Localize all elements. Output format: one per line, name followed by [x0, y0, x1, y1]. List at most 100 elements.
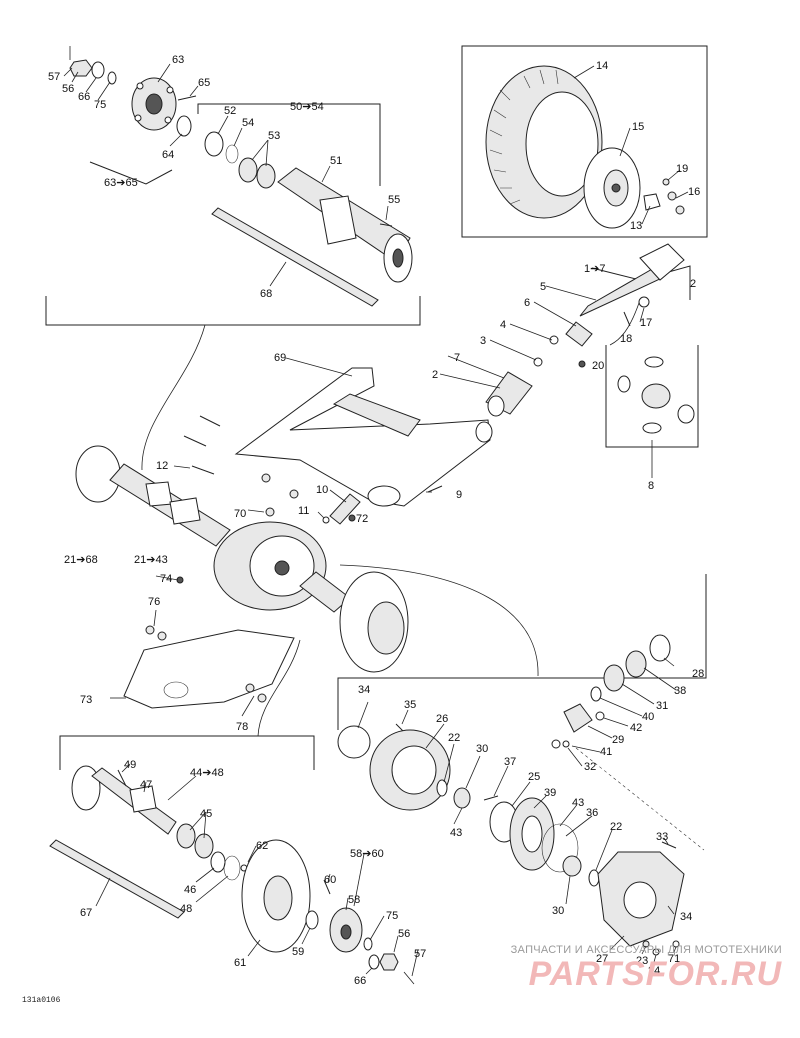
wheel-inset-frame — [461, 45, 708, 238]
label-23: 23 — [636, 955, 648, 967]
label-38: 38 — [674, 685, 686, 697]
label-63: 63 — [172, 54, 184, 66]
label-74: 74 — [160, 573, 172, 585]
nut-70a — [261, 473, 271, 483]
brake-disc-61-center — [263, 875, 293, 921]
washer-59 — [305, 910, 319, 930]
label-15: 15 — [632, 121, 644, 133]
label-8: 8 — [648, 480, 654, 492]
label-65: 65 — [198, 77, 210, 89]
shim-22b — [588, 869, 600, 887]
label-31: 31 — [656, 700, 668, 712]
pinion-29 — [563, 703, 593, 733]
o-ring-36 — [541, 823, 579, 873]
screw-65 — [177, 95, 197, 101]
flow-arrow-lower — [257, 639, 301, 737]
washer-17 — [638, 296, 650, 308]
nut-78b — [257, 693, 267, 703]
label-40: 40 — [642, 711, 654, 723]
ujoint-cross — [641, 383, 671, 409]
bearing-38 — [625, 650, 647, 678]
nut-56b — [379, 953, 399, 971]
rear-axle-housing — [75, 445, 409, 709]
label-13: 13 — [630, 220, 642, 232]
skid-plate-73-hole — [163, 681, 189, 699]
yoke-1 — [639, 243, 685, 281]
hub-assembly-top — [69, 46, 197, 137]
housing-26-bore — [391, 745, 437, 795]
label-7: 7 — [454, 352, 460, 364]
bolt-12a — [199, 415, 221, 427]
seal-64 — [176, 115, 192, 137]
hub-63-stud-3 — [164, 116, 172, 124]
bolt-18 — [623, 311, 631, 327]
label-58-60: 58➔60 — [350, 848, 384, 860]
left-axle-exploded — [49, 765, 248, 919]
label-21-68: 21➔68 — [64, 554, 98, 566]
plug-41 — [551, 739, 561, 749]
o-ring-34a — [337, 725, 371, 759]
caliper-bracket-center — [169, 497, 201, 525]
nut-16b — [675, 205, 685, 215]
caliper-bracket-51 — [319, 195, 357, 245]
label-64: 64 — [162, 149, 174, 161]
bolt-76b — [157, 631, 167, 641]
label-50-54: 50➔54 — [290, 101, 324, 113]
bearing-53b — [256, 163, 276, 189]
flow-arrow-right — [339, 564, 539, 677]
label-24: 24 — [648, 965, 660, 977]
differential-center — [274, 560, 290, 576]
wheel-assembly — [485, 65, 685, 229]
differential-exploded — [337, 634, 705, 956]
label-70: 70 — [234, 508, 246, 520]
label-45: 45 — [200, 808, 212, 820]
axle-tube-51-bore — [392, 248, 404, 268]
nut-56 — [69, 59, 93, 77]
label-2a: 2 — [690, 278, 696, 290]
label-73: 73 — [80, 694, 92, 706]
label-57a: 57 — [48, 71, 60, 83]
driveshaft-assembly — [485, 243, 685, 417]
skid-plate-73 — [123, 629, 295, 709]
label-28: 28 — [692, 668, 704, 680]
nut-78a — [245, 683, 255, 693]
watermark: ЗАПЧАСТИ И АКСЕССУАРЫ ДЛЯ МОТОТЕХНИКИ PA… — [462, 944, 782, 992]
valve-19 — [662, 178, 670, 186]
circlip-54 — [225, 144, 239, 164]
label-34a: 34 — [358, 684, 370, 696]
label-4: 4 — [500, 319, 506, 331]
watermark-subtitle: ЗАПЧАСТИ И АКСЕССУАРЫ ДЛЯ МОТОТЕХНИКИ — [510, 944, 782, 956]
label-14: 14 — [596, 60, 608, 72]
washer-75b — [363, 937, 373, 951]
label-5: 5 — [540, 281, 546, 293]
spring-4 — [549, 335, 559, 345]
rim-15-center — [611, 183, 621, 193]
bolt-9 — [427, 485, 443, 493]
label-46: 46 — [184, 884, 196, 896]
rear-axle-bracket — [45, 296, 421, 326]
label-6: 6 — [524, 297, 530, 309]
label-29: 29 — [612, 734, 624, 746]
coupler-6 — [565, 321, 593, 347]
brake-hub — [367, 601, 405, 655]
label-39: 39 — [544, 787, 556, 799]
bolt-12b — [183, 435, 207, 447]
plug-23 — [642, 940, 650, 948]
label-20: 20 — [592, 360, 604, 372]
cotter-pin-57b — [403, 971, 415, 985]
label-36: 36 — [586, 807, 598, 819]
label-69: 69 — [274, 352, 286, 364]
label-67: 67 — [80, 907, 92, 919]
label-49: 49 — [124, 759, 136, 771]
hub-63-stud-4 — [134, 114, 142, 122]
left-hub-flange — [75, 445, 121, 503]
nut-70b — [289, 489, 299, 499]
grease-72 — [348, 514, 356, 522]
ring-gear-39-bore — [521, 815, 543, 853]
label-75b: 75 — [386, 910, 398, 922]
ujoint-cap-left — [617, 375, 631, 393]
label-72: 72 — [356, 513, 368, 525]
circlip-48 — [223, 855, 241, 881]
label-66b: 66 — [354, 975, 366, 987]
bolt-49 — [117, 769, 127, 787]
